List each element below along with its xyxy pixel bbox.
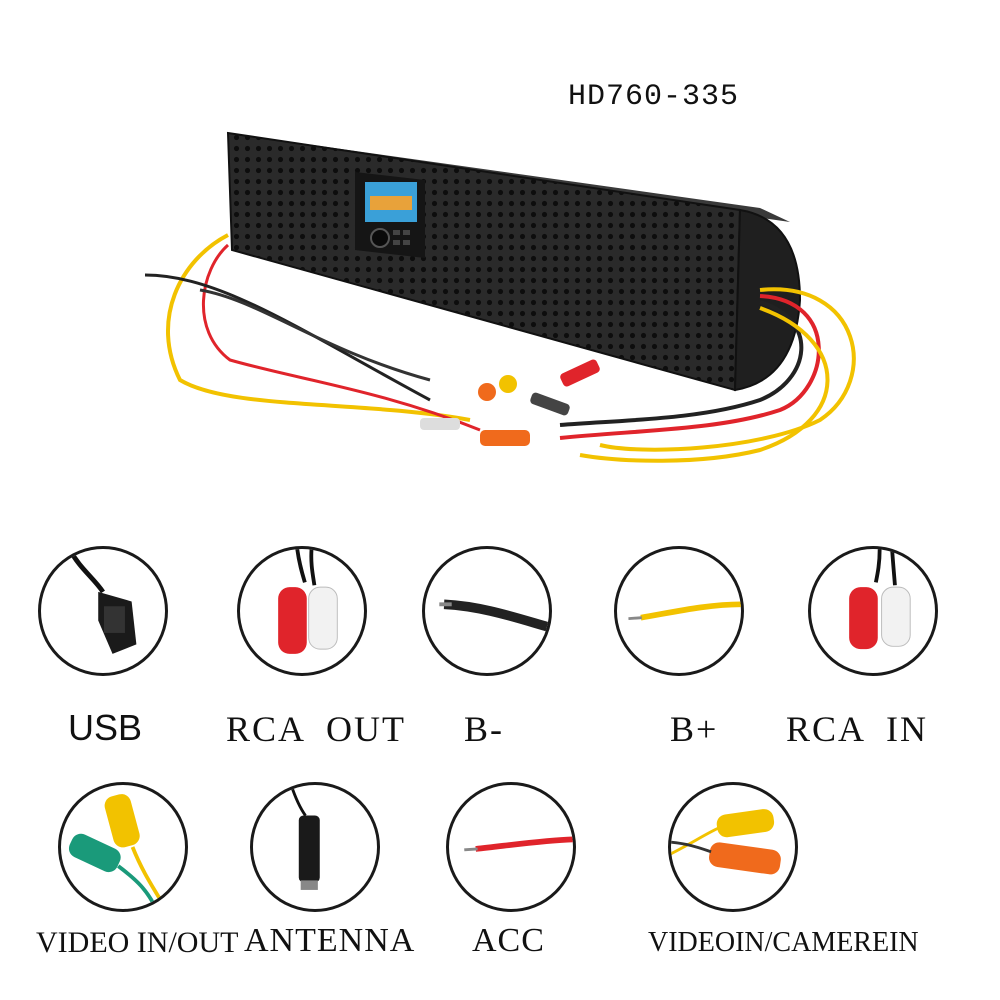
rca-out-connector-circle: [237, 546, 367, 676]
red-wire-icon: [464, 836, 573, 852]
black-wire-icon: [439, 599, 549, 632]
antenna-connector-circle: [250, 782, 380, 912]
video-in-out-connector-circle: [58, 782, 188, 912]
label-b-plus: B+: [670, 709, 719, 749]
b-plus-connector-circle: [614, 546, 744, 676]
label-usb: USB: [68, 707, 143, 748]
label-acc: ACC: [472, 922, 545, 959]
label-rca-in: RCA IN: [786, 709, 929, 749]
rca-yellow-orange-plug-icon: [671, 809, 781, 875]
rca-red-white-plug-icon: [849, 549, 911, 650]
label-rca-out: RCA OUT: [226, 709, 407, 749]
antenna-plug-icon: [289, 785, 320, 890]
label-antenna: ANTENNA: [244, 922, 416, 959]
b-minus-connector-circle: [422, 546, 552, 676]
usb-connector-circle: [38, 546, 168, 676]
videoin-camerein-connector-circle: [668, 782, 798, 912]
yellow-wire-icon: [628, 601, 741, 621]
rca-red-white-plug-icon: [278, 549, 338, 654]
label-videoin-camerein: VIDEOIN/CAMEREIN: [648, 927, 919, 958]
soundbar-product-image: [144, 131, 856, 463]
label-video-in-out: VIDEO IN/OUT: [36, 926, 239, 959]
acc-connector-circle: [446, 782, 576, 912]
rca-green-yellow-plug-icon: [68, 794, 168, 909]
usb-plug-icon: [67, 549, 137, 654]
rca-in-connector-circle: [808, 546, 938, 676]
model-number: HD760-335: [568, 80, 740, 114]
label-b-minus: B-: [464, 709, 504, 749]
